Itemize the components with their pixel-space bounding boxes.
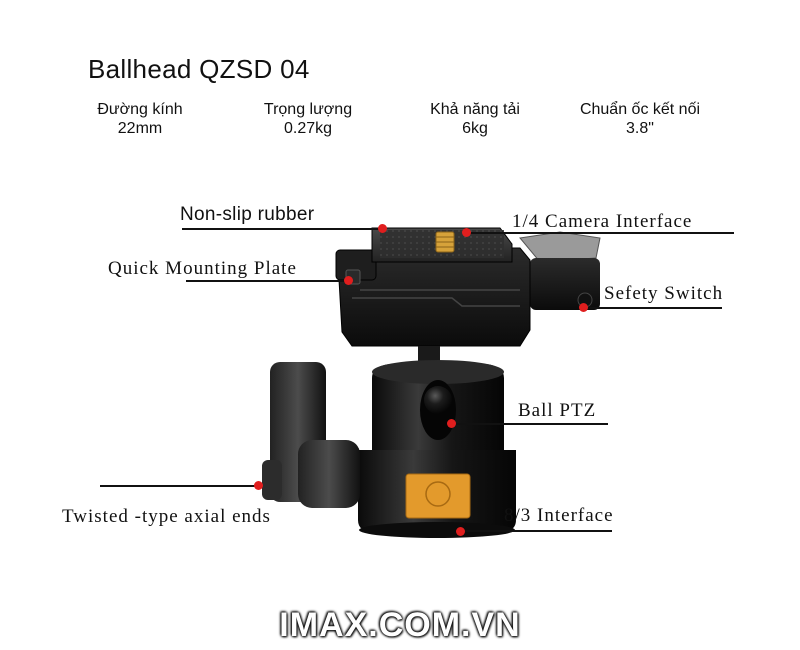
spec-value: 6kg	[462, 120, 488, 137]
leader-non-slip-rubber	[182, 228, 382, 230]
spec-label: Trọng lượng	[263, 101, 353, 118]
spec-value: 0.27kg	[283, 120, 333, 137]
leader-ball-ptz	[452, 423, 608, 425]
marker-dot-safety-switch	[579, 303, 588, 312]
spec-label: Khả năng tải	[430, 101, 520, 118]
leader-safety-switch	[584, 307, 722, 309]
leader-camera-interface	[468, 232, 734, 234]
spec-weight: Trọng lượng 0.27kg	[223, 100, 393, 138]
marker-dot-twisted-axial-ends	[254, 481, 263, 490]
page-title: Ballhead QZSD 04	[88, 54, 310, 84]
spec-screw-standard: Chuẩn ốc kết nối 3.8"	[555, 100, 725, 138]
marker-dot-ball-ptz	[447, 419, 456, 428]
leader-8-3-interface	[460, 530, 612, 532]
marker-dot-quick-mounting-plate	[344, 276, 353, 285]
callout-quick-mounting-plate: Quick Mounting Plate	[108, 258, 297, 279]
spec-label: Chuẩn ốc kết nối	[579, 101, 701, 118]
leader-quick-mounting-plate	[186, 280, 350, 282]
callout-ball-ptz: Ball PTZ	[518, 400, 597, 421]
leader-twisted-axial-ends	[100, 485, 258, 487]
callout-twisted-axial-ends: Twisted -type axial ends	[62, 506, 271, 527]
callout-8-3-interface: 8/3 Interface	[504, 505, 614, 526]
spec-load-capacity: Khả năng tải 6kg	[390, 100, 560, 138]
callout-non-slip-rubber: Non-slip rubber	[180, 204, 315, 225]
spec-value: 22mm	[117, 120, 163, 137]
marker-dot-non-slip-rubber	[378, 224, 387, 233]
marker-dot-camera-interface	[462, 228, 471, 237]
marker-dot-8-3-interface	[456, 527, 465, 536]
callout-safety-switch: Sefety Switch	[604, 283, 724, 304]
spec-label: Đường kính	[97, 101, 183, 118]
callout-camera-interface: 1/4 Camera Interface	[512, 211, 693, 232]
watermark-logo: IMAX.COM.VN	[279, 606, 521, 644]
spec-value: 3.8"	[626, 120, 654, 137]
spec-diameter: Đường kính 22mm	[55, 100, 225, 138]
